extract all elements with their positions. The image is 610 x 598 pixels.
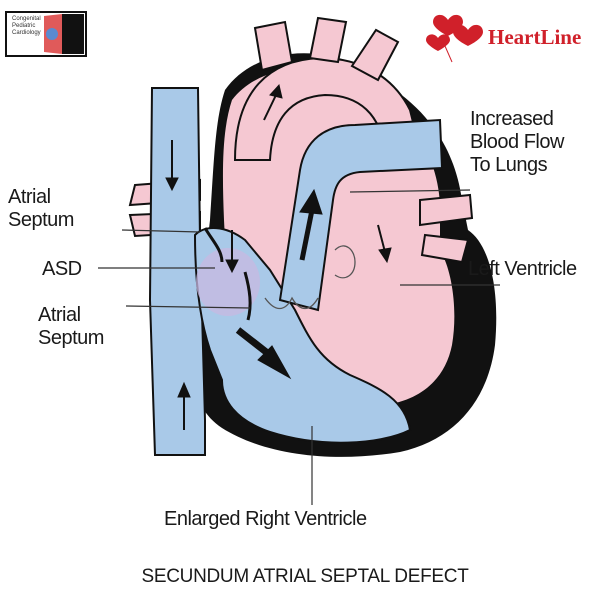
heart-logo-icon — [426, 14, 483, 63]
brand-name: HeartLine — [488, 25, 582, 49]
vena-cava — [148, 87, 206, 456]
aortic-arch — [233, 56, 422, 161]
valve-flaps — [264, 296, 319, 310]
label-enlarged-rv: Enlarged Right Ventricle — [164, 508, 367, 530]
label-asd: ASD — [42, 258, 82, 280]
aortic-branch-2 — [308, 16, 348, 64]
clinic-logo-icon — [5, 11, 87, 57]
label-atrial-septum-top: Atrial Septum — [8, 186, 74, 231]
diagram-title: SECUNDUM ATRIAL SEPTAL DEFECT — [141, 566, 469, 587]
label-increased-flow: Increased Blood Flow To Lungs — [470, 108, 564, 176]
flow-arrows — [165, 83, 392, 430]
label-left-ventricle: Left Ventricle — [468, 258, 577, 280]
septum-edge — [203, 227, 224, 263]
pulmonary-vein-upper — [419, 193, 474, 227]
pulmonary-artery — [278, 118, 444, 312]
pulmonary-valve-flaps — [334, 245, 356, 279]
pulmonary-vein-lower — [420, 233, 470, 264]
asd-shunt-region — [196, 248, 260, 316]
label-atrial-septum-bottom: Atrial Septum — [38, 304, 104, 349]
aortic-branch-3 — [350, 28, 400, 82]
leader-lines — [98, 189, 500, 505]
logo-caption: Congenital Pediatric Cardiology — [12, 16, 41, 36]
septum-edge-lower — [243, 271, 252, 321]
aortic-branch-1 — [253, 20, 294, 72]
